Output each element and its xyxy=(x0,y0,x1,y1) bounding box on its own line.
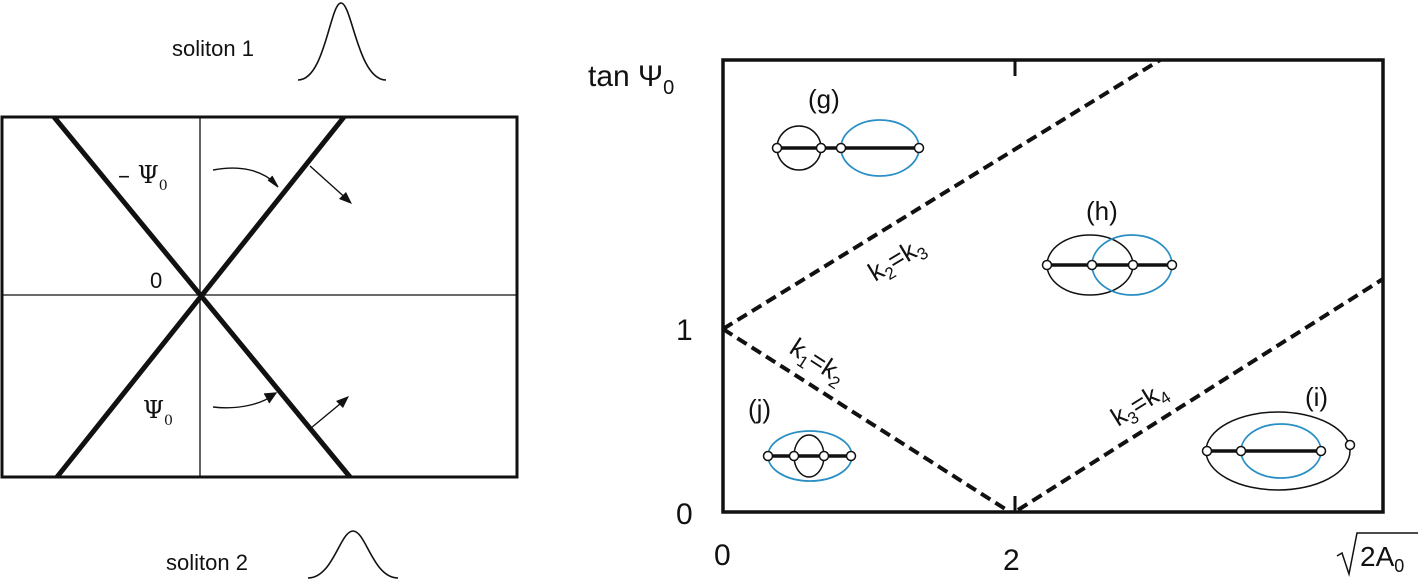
x-tick-0: 0 xyxy=(714,539,731,572)
y-axis-label: tan Ψ0 xyxy=(588,60,674,99)
line-k2-k3 xyxy=(721,58,1162,331)
right-frame xyxy=(721,58,1385,514)
soliton-line-2 xyxy=(55,115,346,479)
soliton-1-pulse xyxy=(297,2,387,81)
region-j-graph xyxy=(762,430,857,482)
upper-arc-arrowhead xyxy=(267,175,279,188)
line-k3-k4 xyxy=(1016,277,1385,512)
svg-text:2A0: 2A0 xyxy=(1360,541,1404,576)
label-k2-k3: k2=k3 xyxy=(863,230,932,290)
region-h-graph xyxy=(1041,234,1178,296)
neg-psi-label: – Ψ0 xyxy=(118,161,168,194)
label-k1-k2: k1=k2 xyxy=(783,332,852,393)
region-i-label: (i) xyxy=(1305,382,1328,412)
soliton-2-pulse xyxy=(307,530,399,579)
region-g-label: (g) xyxy=(808,84,840,114)
y-tick-0: 0 xyxy=(676,498,693,531)
lower-motion-arrowhead xyxy=(336,396,349,408)
label-k3-k4: k3=k4 xyxy=(1105,375,1174,436)
region-j-label: (j) xyxy=(748,394,771,424)
upper-motion-arrow xyxy=(309,165,350,202)
lower-arc-arrowhead xyxy=(263,392,278,404)
soliton-2-label: soliton 2 xyxy=(166,550,248,575)
right-panel: tan Ψ0 1 0 0 2 2A0 k2=k3 k1=k2 k3=k4 (g) xyxy=(588,58,1418,577)
x-axis-label: 2A0 xyxy=(1336,532,1418,577)
soliton-1-label: soliton 1 xyxy=(172,36,254,61)
y-tick-1: 1 xyxy=(676,314,693,347)
pos-psi-label: Ψ0 xyxy=(143,396,173,429)
region-g-graph xyxy=(771,119,925,177)
upper-motion-arrowhead xyxy=(339,192,352,204)
upper-angle-arc xyxy=(212,167,277,185)
x-tick-2: 2 xyxy=(1003,544,1020,577)
origin-label: 0 xyxy=(150,268,162,293)
sqrt-sign xyxy=(1336,532,1418,577)
lower-angle-arc xyxy=(212,394,274,409)
region-h-label: (h) xyxy=(1086,196,1118,226)
line-k1-k2 xyxy=(721,327,1012,514)
region-i-graph xyxy=(1201,411,1356,491)
left-frame xyxy=(0,115,519,479)
left-panel: soliton 1 0 – Ψ0 Ψ0 soliton 2 xyxy=(0,2,519,579)
